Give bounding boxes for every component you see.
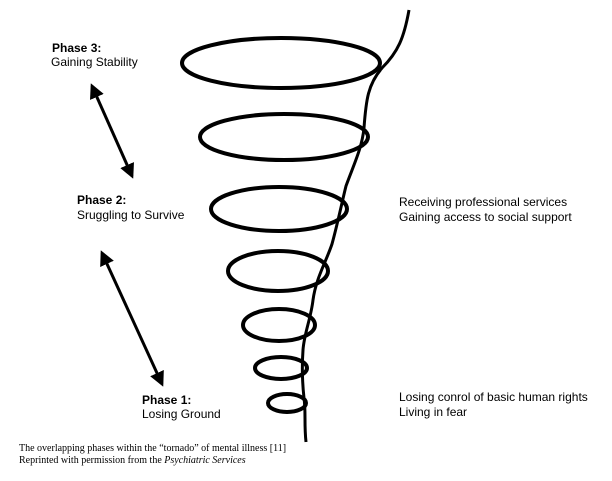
note-professional-services: Receiving professional services (399, 195, 567, 209)
note-living-in-fear: Living in fear (399, 405, 467, 419)
arrow-phase1-phase2 (102, 253, 162, 384)
figure-caption: The overlapping phases within the “torna… (19, 443, 286, 455)
phase-2-subtitle: Sruggling to Survive (77, 208, 184, 222)
phase-2-title: Phase 2: (77, 193, 126, 207)
phase-3-title: Phase 3: (52, 41, 101, 55)
coil-4 (228, 251, 328, 291)
coil-7 (268, 394, 306, 412)
coil-3 (211, 187, 347, 231)
figure-credit: Reprinted with permission from the Psych… (19, 455, 246, 467)
coil-1 (182, 38, 380, 88)
note-social-support: Gaining access to social support (399, 210, 572, 224)
figure-credit-source: Psychiatric Services (164, 455, 245, 466)
phase-3-subtitle: Gaining Stability (51, 55, 138, 69)
figure-credit-prefix: Reprinted with permission from the (19, 455, 164, 466)
note-human-rights: Losing conrol of basic human rights (399, 390, 588, 404)
phase-1-title: Phase 1: (142, 393, 191, 407)
phase-1-subtitle: Losing Ground (142, 407, 221, 421)
coil-2 (200, 114, 368, 160)
coil-6 (255, 357, 307, 379)
arrow-phase2-phase3 (92, 86, 132, 176)
